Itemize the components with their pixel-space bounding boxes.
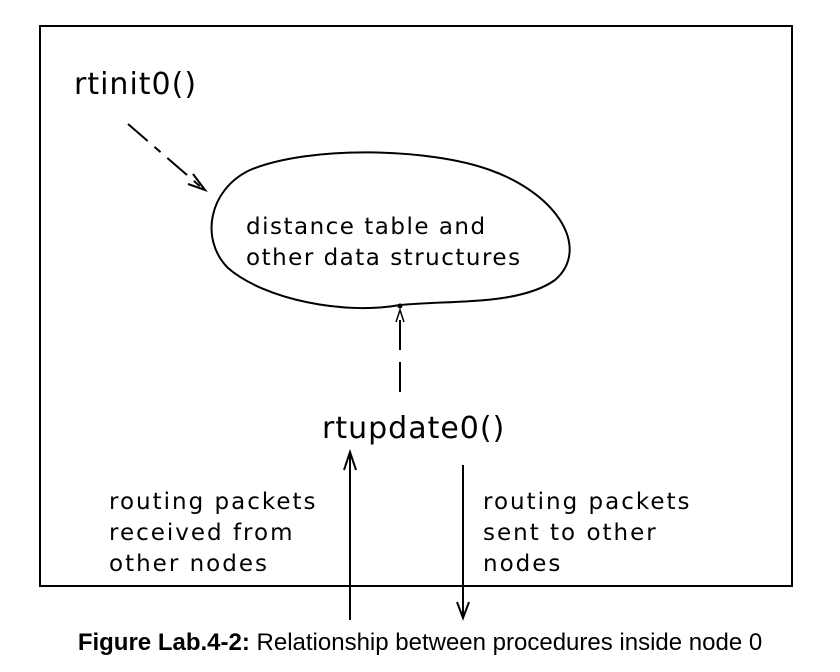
received-packets-label: routing packets received from other node… — [109, 487, 318, 580]
rtinit-to-data-edge — [127, 123, 203, 189]
sent-line-3: nodes — [483, 551, 563, 577]
node-boundary-box — [39, 25, 793, 587]
sent-packets-label: routing packets sent to other nodes — [483, 487, 692, 580]
data-structures-line-1: distance table and — [246, 214, 487, 240]
received-line-2: received from — [109, 520, 295, 546]
sent-line-2: sent to other — [483, 520, 658, 546]
rtinit-label: rtinit0() — [74, 67, 198, 102]
rtupdate-up-arrowhead — [395, 307, 405, 323]
rtupdate-label: rtupdate0() — [322, 411, 506, 446]
data-structures-line-2: other data structures — [246, 245, 522, 271]
figure-caption-lead: Figure Lab.4-2: — [77, 629, 250, 656]
figure-caption-text: Relationship between procedures inside n… — [249, 629, 763, 656]
received-line-3: other nodes — [109, 551, 269, 577]
rtinit-arrowhead — [187, 173, 208, 193]
blob-connection-dot — [397, 303, 403, 309]
data-structures-label: distance table and other data structures — [246, 212, 522, 274]
sent-line-1: routing packets — [483, 489, 692, 515]
received-line-1: routing packets — [109, 489, 318, 515]
received-arrowhead — [343, 448, 357, 471]
data-structures-blob — [210, 151, 571, 310]
figure-caption: Figure Lab.4-2: Relationship between pro… — [0, 628, 840, 658]
sent-arrowhead — [456, 601, 470, 621]
